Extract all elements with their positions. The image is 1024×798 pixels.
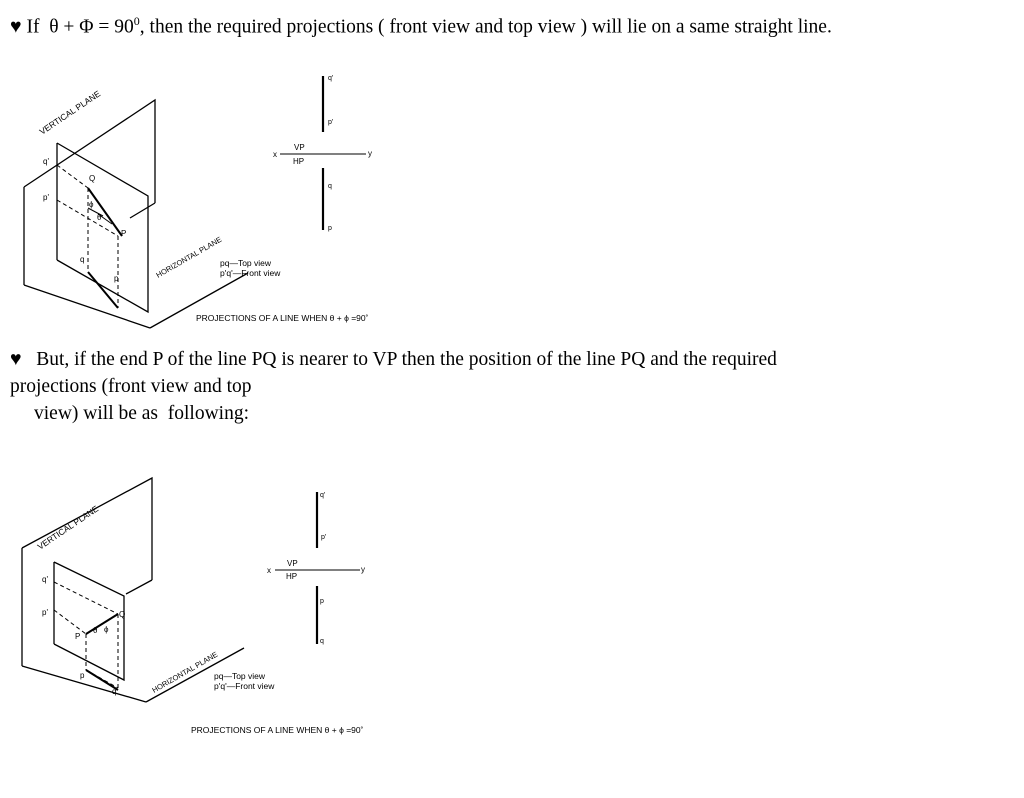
label-theta-2: θ <box>93 626 98 635</box>
horizontal-plane-label: HORIZONTAL PLANE <box>155 235 224 280</box>
proj-p-2: p <box>320 598 324 605</box>
legend-front-view-2: p'q'—Front view <box>214 681 275 691</box>
proj-q: q <box>328 183 332 190</box>
paragraph-2: ♥ But, if the end P of the line PQ is ne… <box>10 346 777 427</box>
figure-2-planes <box>21 476 245 703</box>
proj-p-prime-2: p' <box>321 534 326 541</box>
figure-1-line-pq <box>87 187 123 309</box>
label-phi-2: ϕ <box>104 625 109 634</box>
figure-2-line-pq <box>85 613 119 691</box>
hp-label-2: HP <box>286 572 297 581</box>
horizontal-plane-label-2: HORIZONTAL PLANE <box>151 650 220 695</box>
y-label-2: y <box>361 565 365 574</box>
vp-label: VP <box>294 143 305 152</box>
label-Q-2: Q <box>119 610 125 619</box>
figure-2-projectors <box>53 581 119 690</box>
paragraph-1: ♥ If θ + Φ = 900, then the required proj… <box>10 8 832 41</box>
label-theta: θ <box>97 213 102 222</box>
label-p-prime: p' <box>43 193 49 202</box>
figure-1-projectors <box>56 164 119 308</box>
legend-top-view: pq—Top view <box>220 258 272 268</box>
figure-1-xy-line <box>280 76 366 230</box>
y-label: y <box>368 149 372 158</box>
paragraph-1-text-a: If θ + Φ = 90 <box>21 16 134 38</box>
figure-1-caption: PROJECTIONS OF A LINE WHEN θ + ϕ =90˚ <box>196 313 369 323</box>
bullet-heart: ♥ <box>10 16 22 38</box>
vertical-plane-label-2: VERTICAL PLANE <box>36 503 101 551</box>
proj-p-prime: p' <box>328 119 333 126</box>
label-P: P <box>121 229 126 238</box>
hp-label: HP <box>293 157 304 166</box>
label-Q: Q <box>89 174 95 183</box>
label-phi: ϕ <box>89 200 94 209</box>
vertical-plane-label: VERTICAL PLANE <box>38 88 103 136</box>
figure-1-planes <box>23 98 249 329</box>
label-p-2: p <box>80 671 85 680</box>
paragraph-2-line-1: ♥ But, if the end P of the line PQ is ne… <box>10 349 777 370</box>
label-q-2: q <box>112 687 116 696</box>
x-label-2: x <box>267 566 271 575</box>
label-q-prime-2: q' <box>42 575 48 584</box>
label-q: q <box>80 255 84 264</box>
paragraph-1-text-b: , then the required projections ( front … <box>139 16 832 38</box>
paragraph-2-line-3: view) will be as following: <box>34 403 250 424</box>
label-p: p <box>114 274 119 283</box>
proj-q-prime-2: q' <box>320 492 325 499</box>
legend-top-view-2: pq—Top view <box>214 671 266 681</box>
degree-superscript: 0 <box>133 14 140 28</box>
paragraph-2-line-2: projections (front view and top <box>10 376 252 397</box>
figure-1-angle-lines <box>87 207 113 225</box>
legend-front-view: p'q'—Front view <box>220 268 281 278</box>
figure-2-diagram: VERTICAL PLANE HORIZONTAL PLANE q' p' Q … <box>21 476 365 735</box>
figure-2-caption: PROJECTIONS OF A LINE WHEN θ + ϕ =90˚ <box>191 725 364 735</box>
label-q-prime: q' <box>43 157 49 166</box>
proj-q-prime: q' <box>328 75 333 82</box>
figure-1-diagram: VERTICAL PLANE HORIZONTAL PLANE q' p' Q … <box>23 75 372 329</box>
vp-label-2: VP <box>287 559 298 568</box>
label-p-prime-2: p' <box>42 608 48 617</box>
proj-p: p <box>328 225 332 232</box>
proj-q-2: q <box>320 638 324 645</box>
label-P-2: P <box>75 632 80 641</box>
x-label: x <box>273 150 277 159</box>
figure-2-xy-line <box>275 492 360 644</box>
